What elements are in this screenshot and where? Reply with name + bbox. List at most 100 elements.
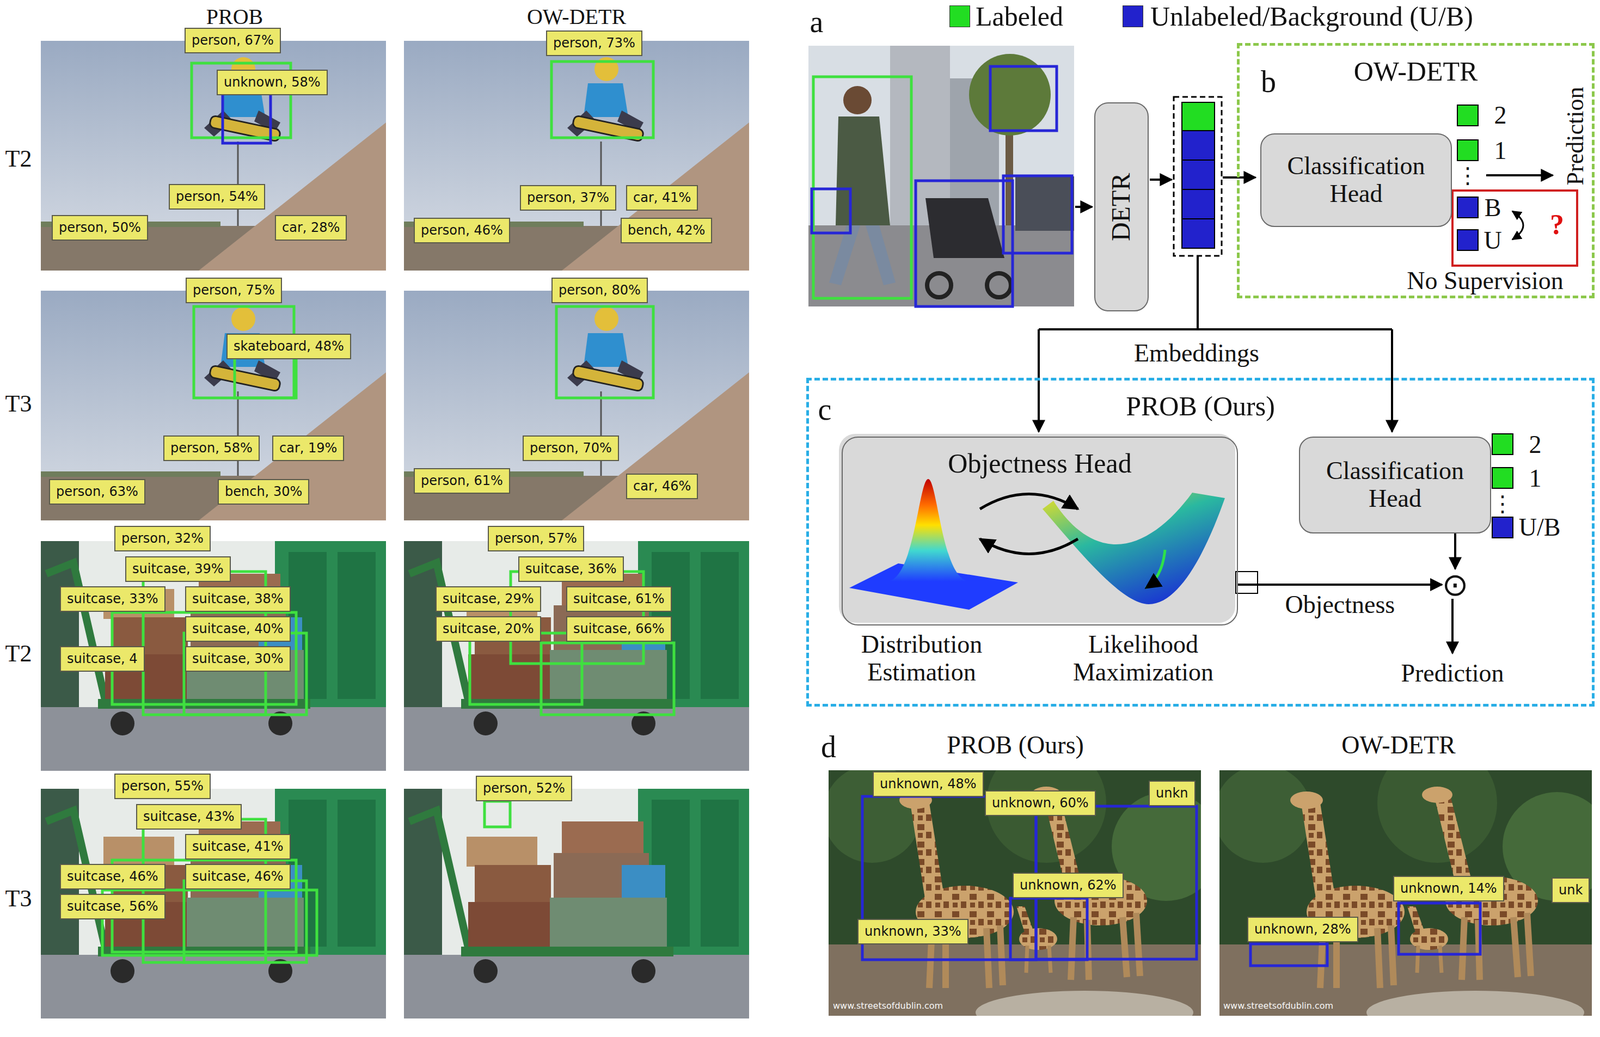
detection-tag: unknown, 62% bbox=[1012, 872, 1124, 899]
node-text: Classification Head bbox=[1274, 152, 1438, 208]
method-panel: OW-DETRClassification Head bbox=[1236, 43, 1595, 299]
detection-tag: person, 46% bbox=[413, 217, 511, 244]
detection-tag: person, 73% bbox=[546, 30, 643, 57]
detection-tag: unkn bbox=[1148, 780, 1196, 807]
ellipsis: ⋮ bbox=[1491, 491, 1514, 517]
ambiguity-box bbox=[1452, 190, 1578, 266]
detection-tag: person, 63% bbox=[48, 479, 146, 505]
ellipsis: ⋮ bbox=[1456, 162, 1479, 188]
detection-tag: unknown, 48% bbox=[872, 771, 984, 798]
detection-tag: person, 52% bbox=[475, 775, 573, 802]
panel-letter: b bbox=[1260, 64, 1277, 100]
task-label: T2 bbox=[5, 639, 33, 668]
node-text: DETR bbox=[1107, 172, 1137, 241]
photo bbox=[40, 788, 386, 1019]
class-index: U/B bbox=[1518, 512, 1561, 542]
detection-tag: person, 61% bbox=[413, 468, 511, 494]
panel-letter: a bbox=[810, 4, 824, 40]
detection-tag: person, 55% bbox=[114, 773, 211, 800]
detection-tag: person, 57% bbox=[487, 525, 585, 552]
detection-tag: skateboard, 48% bbox=[226, 333, 352, 360]
detection-tag: suitcase, 56% bbox=[59, 893, 166, 920]
objectness-ground bbox=[838, 433, 1236, 623]
detection-tag: suitcase, 61% bbox=[566, 586, 672, 612]
embedding-frame bbox=[1173, 96, 1222, 256]
legend-text: Unlabeled/Background (U/B) bbox=[1150, 0, 1474, 33]
column-header: PROB (Ours) bbox=[946, 730, 1084, 760]
question-mark: ? bbox=[1549, 208, 1565, 241]
cycle-arrow bbox=[979, 494, 1078, 510]
detection-tag: suitcase, 33% bbox=[59, 586, 166, 612]
detection-tag: suitcase, 36% bbox=[518, 556, 624, 582]
class-index: 2 bbox=[1529, 430, 1542, 459]
cycle-arrow bbox=[979, 538, 1078, 555]
detection-tag: suitcase, 30% bbox=[185, 646, 291, 672]
watermark: www.streetsofdublin.com bbox=[832, 1000, 943, 1011]
legend-swatch bbox=[949, 5, 971, 28]
class-index: B bbox=[1484, 193, 1502, 223]
column-header: OW-DETR bbox=[1341, 730, 1456, 760]
detection-tag: person, 58% bbox=[163, 435, 260, 462]
legend-text: Labeled bbox=[975, 0, 1064, 33]
panel-letter: c bbox=[818, 391, 832, 427]
detection-tag: unknown, 14% bbox=[1393, 875, 1505, 902]
detection-tag: suitcase, 43% bbox=[136, 804, 242, 830]
connector-label: Objectness bbox=[1281, 590, 1399, 619]
detection-tag: person, 80% bbox=[551, 277, 648, 304]
photo bbox=[403, 541, 750, 771]
product-operator: ⊙ bbox=[1442, 568, 1469, 601]
detection-tag: car, 28% bbox=[274, 215, 347, 241]
detection-tag: person, 50% bbox=[51, 215, 149, 241]
embedding-stack bbox=[1181, 102, 1215, 249]
detection-tag: unknown, 60% bbox=[984, 790, 1096, 817]
detection-tag: suitcase, 46% bbox=[59, 863, 166, 890]
detection-tag: suitcase, 46% bbox=[185, 863, 291, 890]
detection-tag: suitcase, 20% bbox=[435, 616, 542, 642]
head-box: Objectness Head bbox=[841, 436, 1238, 626]
detection-tag: person, 67% bbox=[184, 27, 281, 54]
objectness-port bbox=[1235, 571, 1258, 594]
task-label: T2 bbox=[5, 144, 33, 173]
photo bbox=[40, 541, 386, 771]
detection-tag: suitcase, 29% bbox=[435, 586, 542, 612]
detection-tag: suitcase, 39% bbox=[125, 556, 231, 582]
connector bbox=[1237, 583, 1443, 586]
detection-tag: car, 46% bbox=[626, 473, 698, 500]
node-text: ⊙ bbox=[1442, 568, 1469, 601]
detection-tag: person, 37% bbox=[519, 185, 617, 211]
model-box: DETR bbox=[1094, 102, 1149, 312]
flow-label: Embeddings bbox=[1133, 338, 1260, 368]
node-text: Objectness Head bbox=[947, 448, 1132, 479]
detection-tag: person, 75% bbox=[185, 277, 283, 304]
connector bbox=[1454, 533, 1457, 569]
detection-tag: suitcase, 38% bbox=[185, 586, 291, 612]
head-box: Classification Head bbox=[1260, 133, 1452, 228]
photo bbox=[403, 40, 750, 271]
output-label: Prediction bbox=[1561, 87, 1590, 186]
node-text: Classification Head bbox=[1313, 457, 1477, 513]
photo bbox=[40, 40, 386, 271]
detection-boxes bbox=[102, 61, 1481, 966]
photo bbox=[823, 743, 1221, 1035]
class-index: 2 bbox=[1494, 100, 1507, 130]
detection-tag: person, 54% bbox=[168, 184, 266, 210]
detection-tag: suitcase, 4 bbox=[59, 646, 145, 672]
photo bbox=[403, 290, 750, 521]
detection-tag: unk bbox=[1551, 877, 1590, 904]
detection-tag: suitcase, 66% bbox=[566, 616, 672, 642]
column-header: PROB bbox=[206, 3, 264, 30]
detection-tag: suitcase, 41% bbox=[185, 834, 291, 860]
node-text: PROB (Ours) bbox=[1125, 391, 1275, 422]
detection-tag: car, 19% bbox=[272, 435, 345, 462]
watermark: www.streetsofdublin.com bbox=[1223, 1000, 1334, 1011]
detection-tag: person, 70% bbox=[522, 435, 619, 462]
class-index: U bbox=[1483, 225, 1502, 255]
output-label: Prediction bbox=[1400, 658, 1504, 688]
step-label: Likelihood Maximization bbox=[1050, 630, 1236, 686]
gaussian bbox=[887, 479, 970, 582]
legend-swatch bbox=[1122, 5, 1144, 28]
detection-tag: bench, 42% bbox=[620, 217, 713, 244]
detection-tag: suitcase, 40% bbox=[185, 616, 291, 642]
likelihood-surface bbox=[1042, 492, 1225, 605]
